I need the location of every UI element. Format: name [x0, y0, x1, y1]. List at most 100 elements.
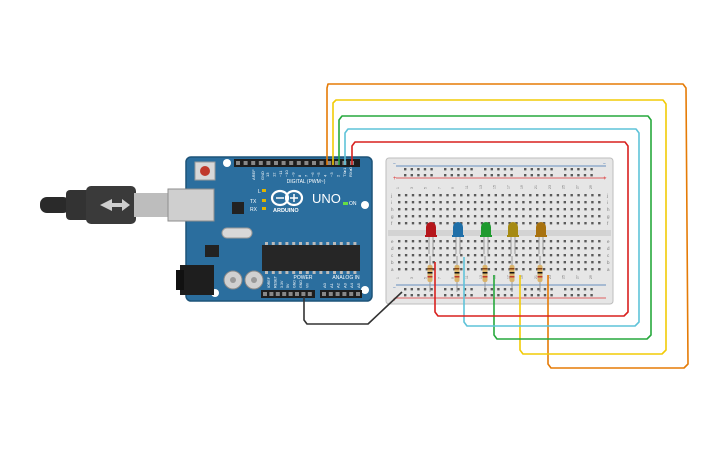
- breadboard-hole[interactable]: [570, 222, 573, 225]
- breadboard-hole[interactable]: [487, 268, 491, 271]
- header-pin-hole[interactable]: [301, 292, 306, 296]
- breadboard-hole[interactable]: [501, 208, 504, 211]
- rail-hole[interactable]: [404, 294, 407, 297]
- breadboard-hole[interactable]: [508, 261, 511, 264]
- breadboard-hole[interactable]: [418, 222, 422, 225]
- analog-header[interactable]: [320, 290, 362, 298]
- breadboard-hole[interactable]: [473, 247, 477, 250]
- rail-hole[interactable]: [470, 168, 473, 171]
- breadboard-hole[interactable]: [453, 222, 456, 225]
- breadboard-hole[interactable]: [494, 247, 497, 250]
- header-pin-hole[interactable]: [322, 292, 326, 296]
- rail-hole[interactable]: [590, 288, 593, 291]
- breadboard-hole[interactable]: [549, 201, 553, 204]
- rail-hole[interactable]: [577, 288, 580, 291]
- rail-hole[interactable]: [463, 294, 467, 297]
- rail-hole[interactable]: [417, 288, 420, 291]
- breadboard-hole[interactable]: [460, 254, 463, 257]
- breadboard-hole[interactable]: [418, 268, 422, 271]
- breadboard-hole[interactable]: [494, 201, 497, 204]
- breadboard-hole[interactable]: [536, 247, 539, 250]
- breadboard-hole[interactable]: [542, 194, 546, 197]
- breadboard-hole[interactable]: [501, 222, 504, 225]
- header-pin-hole[interactable]: [275, 292, 280, 296]
- rail-hole[interactable]: [410, 294, 413, 297]
- header-pin-hole[interactable]: [328, 292, 333, 296]
- breadboard-hole[interactable]: [591, 194, 594, 197]
- breadboard-hole[interactable]: [522, 194, 525, 197]
- rail-hole[interactable]: [417, 294, 420, 297]
- breadboard-hole[interactable]: [577, 254, 580, 257]
- breadboard-hole[interactable]: [467, 268, 470, 271]
- breadboard-hole[interactable]: [522, 254, 525, 257]
- breadboard-hole[interactable]: [404, 261, 408, 264]
- rail-hole[interactable]: [490, 174, 493, 177]
- breadboard-hole[interactable]: [570, 240, 573, 243]
- breadboard-hole[interactable]: [515, 254, 518, 257]
- rail-hole[interactable]: [497, 288, 500, 291]
- rail-hole[interactable]: [524, 174, 527, 177]
- breadboard-hole[interactable]: [577, 194, 580, 197]
- header-pin-hole[interactable]: [269, 292, 274, 296]
- breadboard-hole[interactable]: [487, 215, 491, 218]
- breadboard-hole[interactable]: [473, 240, 477, 243]
- breadboard-hole[interactable]: [542, 208, 546, 211]
- rail-hole[interactable]: [577, 174, 580, 177]
- breadboard-hole[interactable]: [508, 247, 511, 250]
- breadboard-hole[interactable]: [425, 208, 428, 211]
- breadboard-hole[interactable]: [577, 268, 580, 271]
- breadboard-hole[interactable]: [446, 247, 449, 250]
- rail-hole[interactable]: [404, 168, 407, 171]
- breadboard-hole[interactable]: [591, 222, 594, 225]
- breadboard-hole[interactable]: [404, 208, 408, 211]
- breadboard-hole[interactable]: [570, 261, 573, 264]
- breadboard-hole[interactable]: [563, 215, 566, 218]
- rail-hole[interactable]: [564, 288, 567, 291]
- rail-hole[interactable]: [530, 288, 533, 291]
- breadboard-hole[interactable]: [411, 247, 415, 250]
- breadboard-hole[interactable]: [480, 201, 484, 204]
- breadboard-hole[interactable]: [529, 201, 532, 204]
- breadboard-hole[interactable]: [398, 194, 401, 197]
- wire-cyan[interactable]: [344, 128, 640, 327]
- wire-orange[interactable]: [326, 83, 689, 369]
- header-pin-hole[interactable]: [274, 161, 278, 165]
- rail-hole[interactable]: [503, 174, 507, 177]
- breadboard-hole[interactable]: [549, 194, 553, 197]
- breadboard-hole[interactable]: [480, 194, 484, 197]
- breadboard-hole[interactable]: [467, 261, 470, 264]
- header-pin-hole[interactable]: [288, 292, 293, 296]
- header-pin-hole[interactable]: [282, 292, 287, 296]
- breadboard-hole[interactable]: [577, 247, 580, 250]
- breadboard-hole[interactable]: [473, 194, 477, 197]
- breadboard-hole[interactable]: [446, 201, 449, 204]
- breadboard-hole[interactable]: [446, 254, 449, 257]
- breadboard-hole[interactable]: [480, 222, 484, 225]
- breadboard-hole[interactable]: [467, 247, 470, 250]
- breadboard-hole[interactable]: [529, 215, 532, 218]
- breadboard-hole[interactable]: [439, 247, 442, 250]
- header-pin-hole[interactable]: [334, 161, 339, 165]
- rail-hole[interactable]: [590, 294, 593, 297]
- breadboard-hole[interactable]: [536, 194, 539, 197]
- breadboard-hole[interactable]: [411, 240, 415, 243]
- breadboard-hole[interactable]: [411, 201, 415, 204]
- breadboard-hole[interactable]: [542, 268, 546, 271]
- breadboard-hole[interactable]: [563, 254, 566, 257]
- rail-hole[interactable]: [450, 174, 453, 177]
- rail-hole[interactable]: [444, 294, 447, 297]
- led-green[interactable]: [480, 222, 492, 254]
- header-pin-hole[interactable]: [327, 161, 332, 165]
- breadboard-hole[interactable]: [439, 240, 442, 243]
- header-pin-hole[interactable]: [258, 161, 263, 165]
- breadboard-hole[interactable]: [529, 261, 532, 264]
- breadboard-hole[interactable]: [453, 247, 456, 250]
- breadboard-hole[interactable]: [439, 254, 442, 257]
- breadboard-hole[interactable]: [598, 254, 601, 257]
- breadboard-hole[interactable]: [453, 201, 456, 204]
- rail-hole[interactable]: [470, 288, 473, 291]
- rail-hole[interactable]: [410, 174, 413, 177]
- led-orange[interactable]: [535, 222, 547, 254]
- breadboard-hole[interactable]: [501, 247, 504, 250]
